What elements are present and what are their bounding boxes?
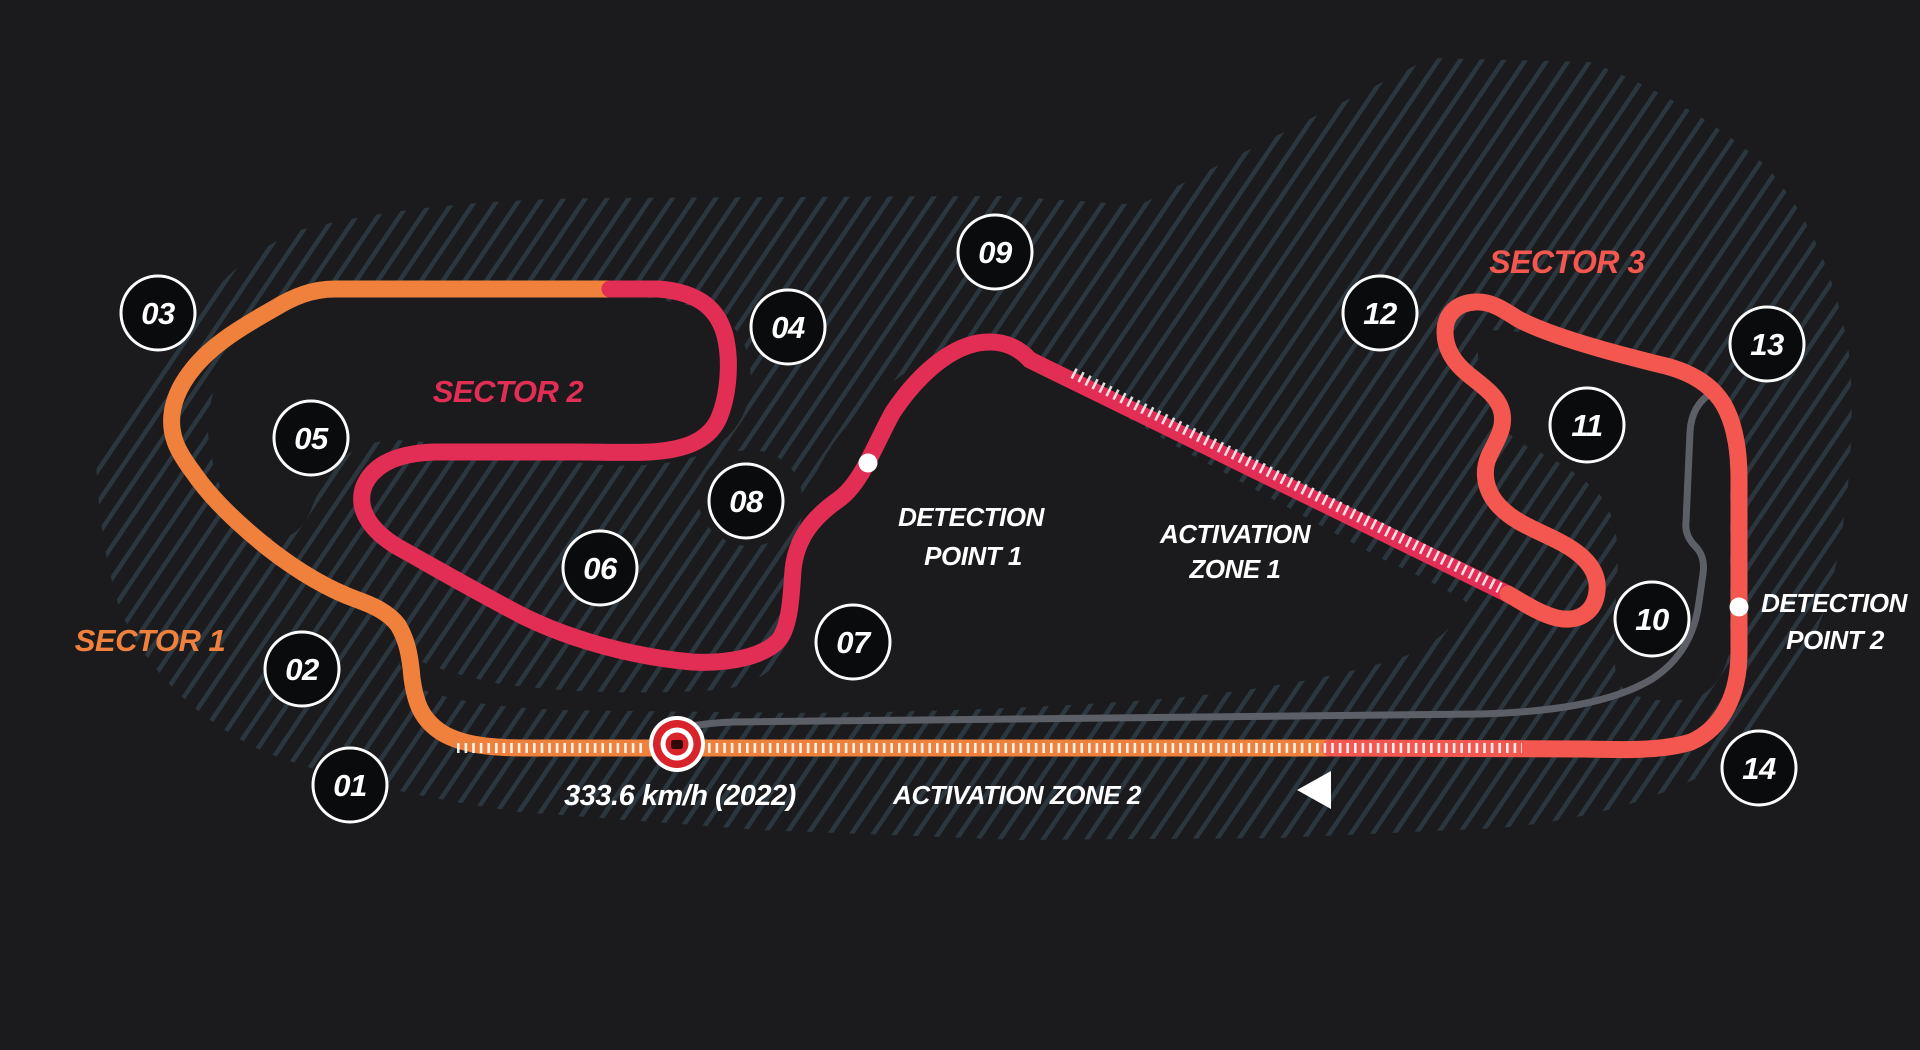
svg-text:DETECTION: DETECTION bbox=[1761, 588, 1908, 618]
detection-point-1-label: DETECTION POINT 1 bbox=[898, 502, 1046, 571]
track-sector-2 bbox=[353, 280, 1517, 671]
turn-marker-02: 02 bbox=[263, 630, 341, 708]
svg-text:01: 01 bbox=[333, 768, 366, 803]
activation-zone-2-label: ACTIVATION ZONE 2 bbox=[892, 780, 1142, 810]
sector-2-label: SECTOR 2 bbox=[433, 374, 584, 409]
detection-point-2-label: DETECTION POINT 2 bbox=[1761, 588, 1909, 655]
turn-marker-07: 07 bbox=[814, 603, 892, 681]
svg-text:POINT 2: POINT 2 bbox=[1786, 625, 1885, 655]
svg-text:07: 07 bbox=[836, 625, 872, 660]
svg-text:POINT 1: POINT 1 bbox=[924, 541, 1022, 571]
turn-marker-13: 13 bbox=[1728, 305, 1806, 383]
turn-marker-08: 08 bbox=[707, 462, 785, 540]
svg-text:11: 11 bbox=[1571, 408, 1602, 443]
turn-marker-11: 11 bbox=[1548, 386, 1626, 464]
svg-text:06: 06 bbox=[583, 551, 618, 586]
turn-marker-10: 10 bbox=[1613, 580, 1691, 658]
track-sector-1 bbox=[163, 280, 1339, 757]
track-sector-3 bbox=[1321, 293, 1748, 759]
detection-point-2-dot bbox=[1729, 597, 1749, 617]
svg-text:05: 05 bbox=[294, 421, 329, 456]
pit-lane-line bbox=[648, 388, 1717, 745]
sector-1-label: SECTOR 1 bbox=[75, 623, 225, 658]
turn-marker-01: 01 bbox=[311, 746, 389, 824]
svg-text:12: 12 bbox=[1363, 296, 1397, 331]
svg-text:13: 13 bbox=[1750, 327, 1784, 362]
turn-marker-03: 03 bbox=[119, 274, 197, 352]
svg-text:ACTIVATION: ACTIVATION bbox=[1159, 519, 1312, 549]
svg-text:10: 10 bbox=[1635, 602, 1669, 637]
activation-zone-1-label: ACTIVATION ZONE 1 bbox=[1159, 519, 1312, 584]
svg-text:03: 03 bbox=[141, 296, 175, 331]
svg-text:ZONE 1: ZONE 1 bbox=[1189, 554, 1281, 584]
svg-text:14: 14 bbox=[1742, 751, 1776, 786]
turn-marker-09: 09 bbox=[956, 213, 1034, 291]
svg-text:DETECTION: DETECTION bbox=[898, 502, 1045, 532]
turn-marker-05: 05 bbox=[272, 399, 350, 477]
speed-trap-icon bbox=[649, 716, 705, 772]
svg-text:09: 09 bbox=[978, 235, 1013, 270]
svg-text:04: 04 bbox=[771, 310, 805, 345]
turn-markers: 01 02 03 04 05 06 07 08 bbox=[119, 213, 1806, 824]
sector-3-label: SECTOR 3 bbox=[1489, 244, 1645, 280]
detection-point-1-dot bbox=[858, 453, 878, 473]
direction-arrow-icon bbox=[1297, 771, 1331, 809]
speed-trap-label: 333.6 km/h (2022) bbox=[564, 780, 796, 812]
turn-marker-14: 14 bbox=[1720, 729, 1798, 807]
svg-text:08: 08 bbox=[729, 484, 764, 519]
svg-text:02: 02 bbox=[285, 652, 319, 687]
turn-marker-06: 06 bbox=[561, 529, 639, 607]
turn-marker-12: 12 bbox=[1341, 274, 1419, 352]
drs-zone-1-ticks bbox=[1070, 368, 1503, 593]
turn-marker-04: 04 bbox=[749, 288, 827, 366]
